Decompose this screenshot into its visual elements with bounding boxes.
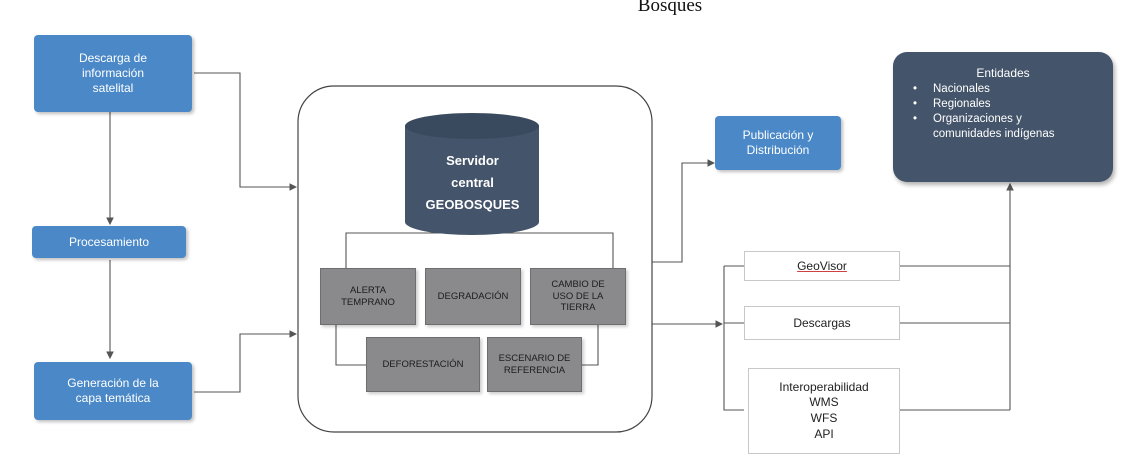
publicacion-distribucion-box: Publicación y Distribución: [715, 116, 841, 170]
entidades-list: Nacionales Regionales Organizaciones y c…: [907, 82, 1099, 142]
server-cylinder: [405, 113, 539, 235]
descarga-informacion-box: Descarga de información satelital: [34, 35, 192, 112]
output-trunk: [723, 266, 744, 411]
output-interoperabilidad: Interoperabilidad WMS WFS API: [748, 368, 900, 454]
arrow-descarga-to-server: [194, 72, 298, 191]
entidad-nacionales: Nacionales: [907, 82, 1099, 97]
entidad-organizaciones: Organizaciones y comunidades indígenas: [907, 112, 1099, 142]
output-descargas: Descargas: [744, 306, 900, 340]
procesamiento-box: Procesamiento: [32, 226, 186, 258]
module-alerta-temprana: ALERTA TEMPRANO: [320, 268, 416, 325]
central-panel: [297, 85, 653, 433]
arrow-panel-to-publicacion: [652, 159, 716, 263]
arrow-generacion-to-server: [194, 330, 298, 393]
output-geovisor: GeoVisor: [744, 251, 900, 281]
diagram-title: Bosques: [637, 0, 703, 16]
module-degradacion: DEGRADACIÓN: [425, 268, 521, 325]
module-cambio-uso-tierra: CAMBIO DE USO DE LA TIERRA: [530, 268, 626, 325]
entidades-box: Entidades Nacionales Regionales Organiza…: [893, 52, 1113, 182]
module-link-bottom-right: [582, 325, 599, 366]
module-link-bottom: [335, 322, 366, 366]
module-deforestacion: DEFORESTACIÓN: [366, 337, 480, 392]
generacion-capa-box: Generación de la capa temática: [34, 362, 192, 420]
entidades-title: Entidades: [976, 66, 1030, 80]
arrow-geovisor-to-entities: [900, 182, 1014, 267]
module-link-top: [345, 232, 614, 270]
server-label: Servidor central GEOBOSQUES: [425, 153, 520, 212]
geovisor-label: GeoVisor: [797, 258, 847, 273]
module-escenario-referencia: ESCENARIO DE REFERENCIA: [487, 337, 582, 392]
entidad-regionales: Regionales: [907, 97, 1099, 112]
